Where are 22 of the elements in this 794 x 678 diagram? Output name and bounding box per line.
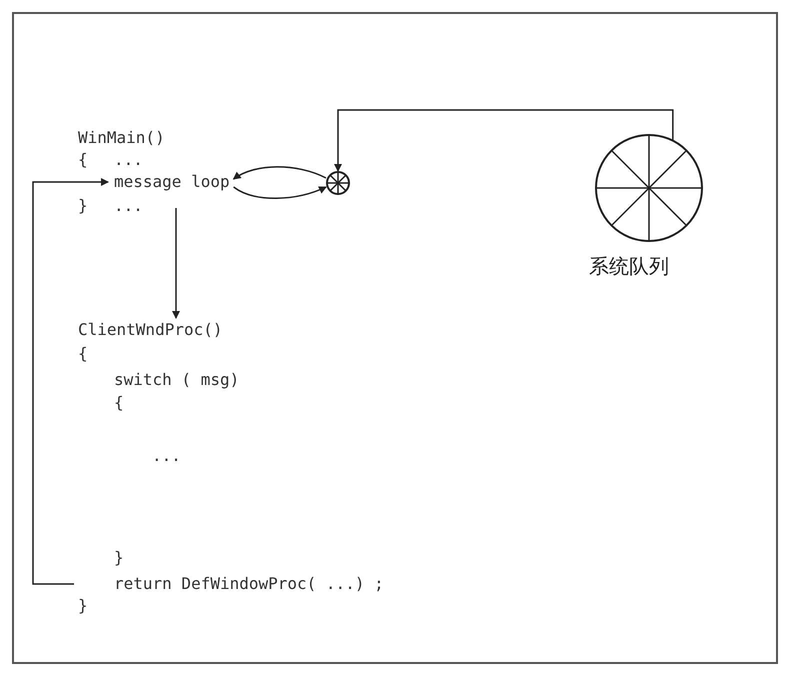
queue-wheel-icon (595, 134, 703, 242)
node-label: 系统队列 (589, 253, 669, 280)
code-ellipsis: ... (114, 196, 143, 216)
code-brace: { (78, 344, 88, 364)
code-ellipsis: ... (152, 446, 181, 466)
arrow (172, 208, 180, 319)
code-brace: } (114, 548, 124, 568)
code-line: message loop (114, 172, 230, 192)
code-brace: { (114, 393, 124, 413)
arrow (233, 186, 327, 199)
function-name: WinMain() (78, 128, 165, 148)
queue-wheel-icon (326, 171, 350, 195)
arrow (334, 109, 674, 172)
code-brace: { (78, 150, 88, 170)
code-line: return DefWindowProc( ...) ; (114, 574, 384, 594)
arrow (32, 178, 109, 585)
code-brace: } (78, 196, 88, 216)
code-line: switch ( msg) (114, 370, 240, 390)
code-ellipsis: ... (114, 150, 143, 170)
code-brace: } (78, 596, 88, 616)
function-name: ClientWndProc() (78, 320, 222, 340)
arrow (232, 166, 326, 180)
